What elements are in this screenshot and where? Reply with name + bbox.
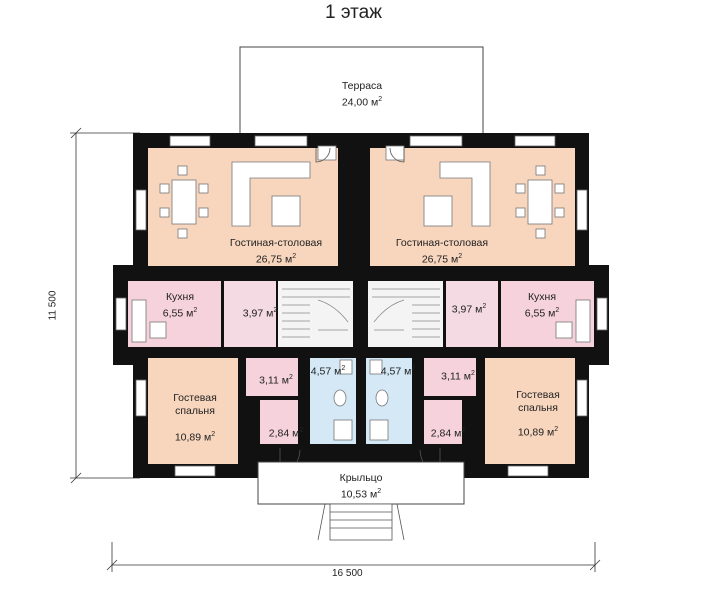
label-hall-left: 3,97 м2: [242, 307, 278, 320]
closet-left: [260, 400, 298, 444]
corridor-left: [246, 358, 298, 396]
guest-right: [485, 358, 575, 464]
sofa-left: [231, 161, 311, 227]
label-guest-right: Гостевая спальня 10,89 м2: [516, 389, 560, 439]
label-living-right: Гостиная-столовая 26,75 м2: [395, 237, 489, 266]
dining-table-right: [527, 179, 553, 225]
windows: [115, 135, 608, 477]
guest-left: [148, 358, 238, 464]
terrace: [239, 46, 484, 138]
coffee-table-left: [271, 195, 301, 227]
dimension-depth: 11 500: [47, 290, 59, 321]
hall-right: [446, 281, 498, 347]
label-corridor-left: 3,11 м2: [259, 374, 293, 387]
stair-right: [368, 281, 443, 347]
label-terrace: Терраса 24,00 м2: [341, 80, 383, 109]
label-closet-right: 2,84 м2: [430, 427, 466, 440]
label-guest-left: Гостевая спальня 10,89 м2: [173, 392, 217, 444]
dimension-lines: [70, 127, 601, 572]
coffee-table-right: [423, 195, 453, 227]
porch-steps: [329, 503, 393, 541]
furniture: [131, 145, 591, 441]
corridor-right: [424, 358, 476, 396]
stair-treads: [282, 288, 440, 338]
page-title: 1 этаж: [325, 2, 382, 23]
label-kitchen-left: Кухня 6,55 м2: [162, 291, 198, 320]
dimension-width: 16 500: [332, 568, 363, 579]
sofa-right: [439, 161, 491, 227]
label-living-left: Гостиная-столовая 26,75 м2: [229, 237, 323, 266]
porch: [257, 461, 465, 505]
dining-table-left: [171, 179, 197, 225]
label-closet-left: 2,84 м2: [268, 427, 304, 440]
hall-left: [224, 281, 276, 347]
label-porch: Крыльцо 10,53 м2: [339, 472, 383, 501]
label-corridor-right: 3,11 м2: [441, 370, 475, 383]
closet-right: [424, 400, 462, 444]
label-hall-right: 3,97 м2: [451, 303, 487, 316]
label-bath-right: 4,57 м2: [380, 365, 416, 378]
label-kitchen-right: Кухня 6,55 м2: [524, 291, 560, 320]
label-bath-left: 4,57 м2: [310, 365, 346, 378]
